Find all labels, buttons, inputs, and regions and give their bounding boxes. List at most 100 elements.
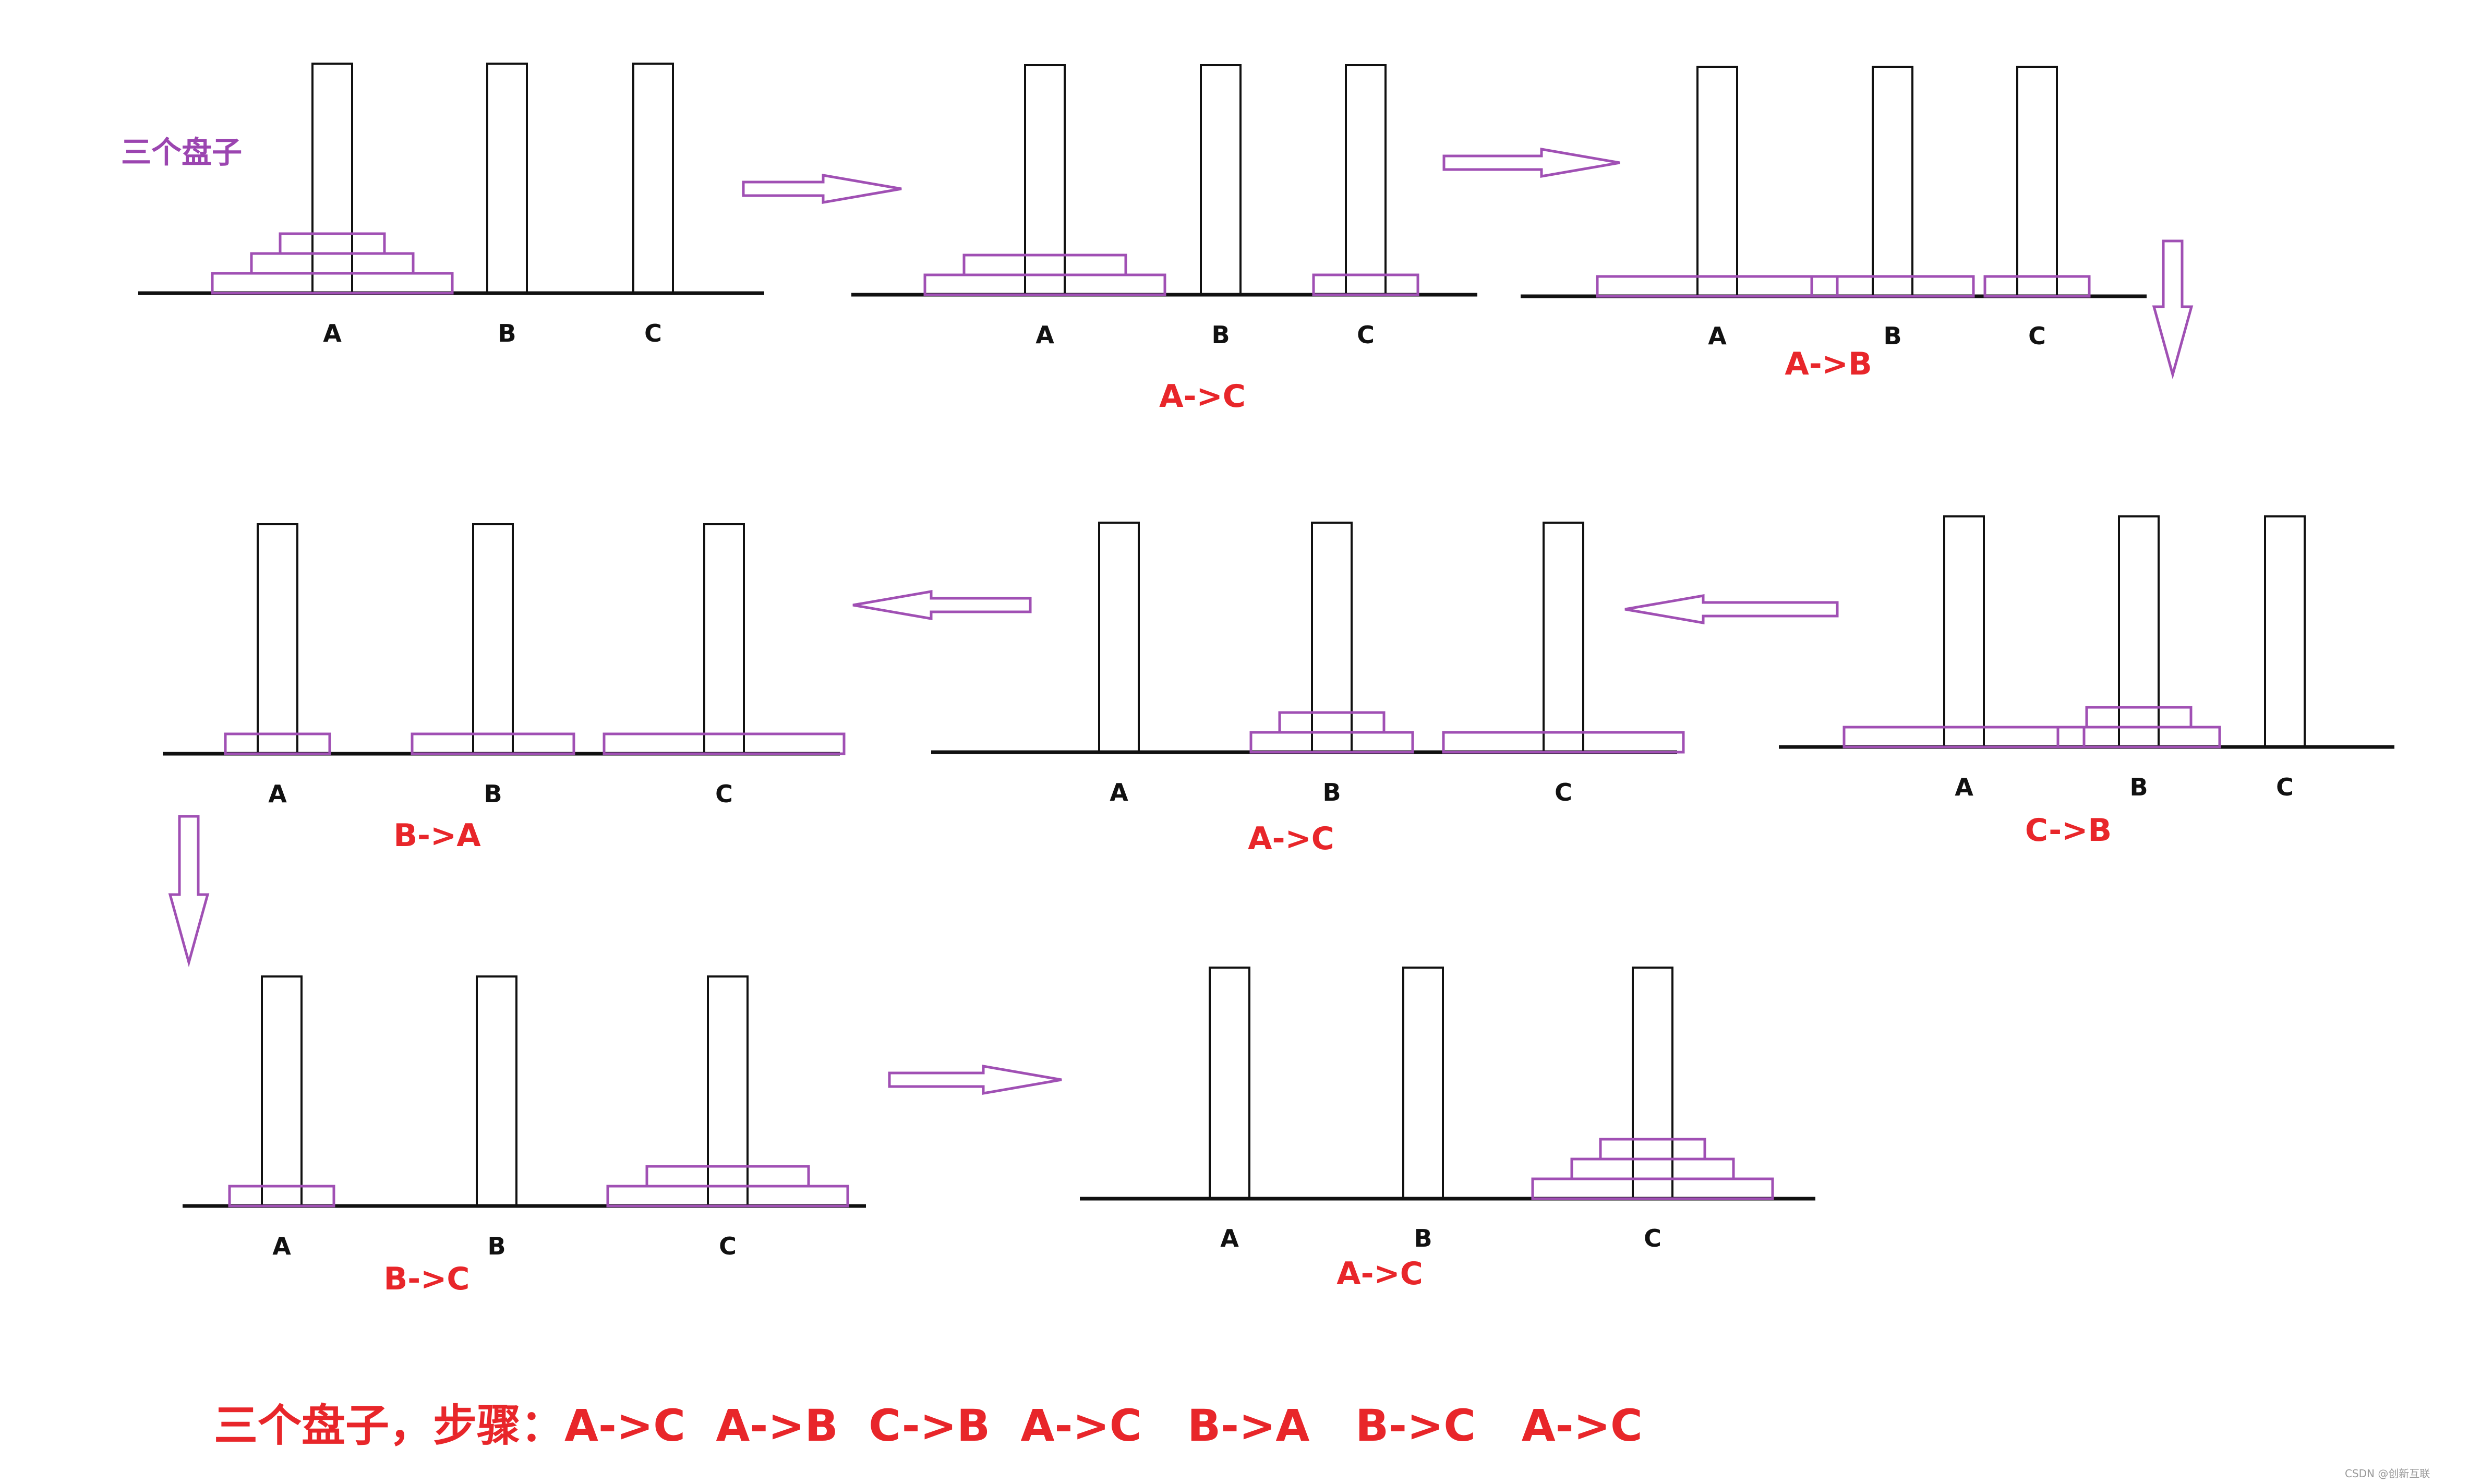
peg-label-b: B	[487, 1232, 505, 1260]
flow-arrows	[168, 148, 2194, 1095]
move-label: A->C	[1336, 1256, 1423, 1292]
peg-label-b: B	[484, 780, 502, 808]
step-panel-step-5: A B C B->A	[163, 523, 846, 854]
watermark: CSDN @创新互联	[2345, 1467, 2430, 1480]
arrow-right-icon	[1442, 148, 1620, 178]
peg-c	[1345, 64, 1387, 296]
peg-label-a: A	[268, 780, 287, 808]
disk-large	[1531, 1177, 1774, 1200]
peg-c	[632, 63, 674, 294]
peg-label-a: A	[1110, 778, 1128, 806]
peg-a	[1696, 66, 1738, 297]
peg-label-c: C	[2276, 773, 2294, 801]
arrow-left-icon	[852, 590, 1032, 620]
disk-large	[923, 273, 1166, 296]
disk-large	[211, 272, 454, 295]
peg-label-c: C	[644, 319, 662, 347]
step-panel-start: A B C	[138, 63, 764, 347]
disk-medium	[1570, 1157, 1735, 1180]
step-panel-step-2: A B C A->B	[1521, 66, 2147, 382]
disk-small	[228, 1185, 335, 1208]
disk-small	[1278, 711, 1386, 734]
peg-a	[1024, 64, 1066, 296]
peg-label-a: A	[323, 319, 342, 347]
disk-large	[606, 1185, 849, 1208]
disk-medium	[645, 1165, 810, 1188]
peg-label-a: A	[1035, 321, 1054, 349]
disk-large	[1442, 731, 1685, 754]
peg-c	[707, 975, 749, 1207]
step-panel-step-7: A B C A->C	[1080, 967, 1815, 1292]
peg-c	[1632, 967, 1673, 1200]
disk-medium	[962, 254, 1127, 276]
step-panels: A B C A B C A->C A B C A->B A B C C->B A B C A->C A B C B->A A B…	[138, 63, 2394, 1297]
move-label: B->A	[393, 817, 481, 854]
peg-label-a: A	[1955, 773, 1973, 801]
peg-a	[1098, 522, 1140, 753]
peg-c	[2264, 515, 2306, 748]
peg-label-c: C	[1644, 1224, 1661, 1252]
peg-label-b: B	[2129, 773, 2148, 801]
step-panel-step-1: A B C A->C	[851, 64, 1477, 415]
peg-a	[1209, 967, 1250, 1200]
peg-b	[2118, 515, 2160, 748]
peg-c	[703, 523, 745, 755]
peg-label-b: B	[498, 319, 516, 347]
peg-b	[1200, 64, 1242, 296]
arrow-right-icon	[742, 174, 902, 204]
disk-small	[279, 232, 386, 255]
peg-a	[257, 523, 298, 755]
disk-large	[1596, 275, 1839, 298]
disk-medium	[2056, 726, 2221, 749]
disk-medium	[1249, 731, 1414, 754]
peg-label-c: C	[715, 780, 733, 808]
step-panel-step-6: A B C B->C	[183, 975, 866, 1297]
move-label: C->B	[2025, 812, 2112, 849]
peg-a	[311, 63, 353, 294]
move-label: A->C	[1159, 378, 1246, 415]
peg-label-c: C	[1555, 778, 1572, 806]
peg-b	[472, 523, 514, 755]
disk-large	[603, 732, 846, 755]
peg-label-a: A	[1708, 322, 1727, 350]
steps-summary: 三个盘子，步骤：A->C A->B C->B A->C B->A B->C A-…	[214, 1400, 1643, 1451]
peg-a	[1943, 515, 1985, 748]
peg-c	[1543, 522, 1584, 753]
peg-b	[476, 975, 517, 1207]
peg-label-a: A	[272, 1232, 291, 1260]
arrow-down-icon	[168, 815, 210, 968]
move-label: A->B	[1785, 346, 1872, 382]
peg-label-b: B	[1322, 778, 1341, 806]
disk-small	[224, 732, 331, 755]
disk-medium	[250, 252, 415, 275]
peg-label-b: B	[1211, 321, 1230, 349]
peg-label-c: C	[1357, 321, 1375, 349]
disk-small	[2085, 706, 2193, 729]
disk-medium	[1810, 275, 1975, 298]
disk-small	[1312, 273, 1419, 296]
peg-label-b: B	[1883, 322, 1901, 350]
move-label: A->C	[1248, 821, 1334, 857]
disk-small	[1599, 1138, 1706, 1161]
peg-c	[2016, 66, 2058, 297]
peg-a	[261, 975, 303, 1207]
peg-b	[1311, 522, 1353, 753]
arrow-right-icon	[888, 1065, 1062, 1095]
peg-label-a: A	[1220, 1224, 1239, 1252]
peg-label-b: B	[1414, 1224, 1432, 1252]
arrow-left-icon	[1624, 594, 1839, 624]
peg-label-c: C	[2028, 322, 2046, 350]
diagram-title: 三个盘子	[121, 135, 242, 170]
step-panel-step-3: A B C C->B	[1779, 515, 2394, 849]
move-label: B->C	[384, 1261, 470, 1297]
peg-b	[486, 63, 528, 294]
disk-small	[1983, 275, 2091, 298]
disk-large	[1842, 726, 2086, 749]
arrow-down-icon	[2152, 239, 2194, 380]
peg-label-c: C	[719, 1232, 737, 1260]
peg-b	[1872, 66, 1913, 297]
disk-medium	[411, 732, 575, 755]
step-panel-step-4: A B C A->C	[931, 522, 1685, 857]
peg-b	[1402, 967, 1444, 1200]
